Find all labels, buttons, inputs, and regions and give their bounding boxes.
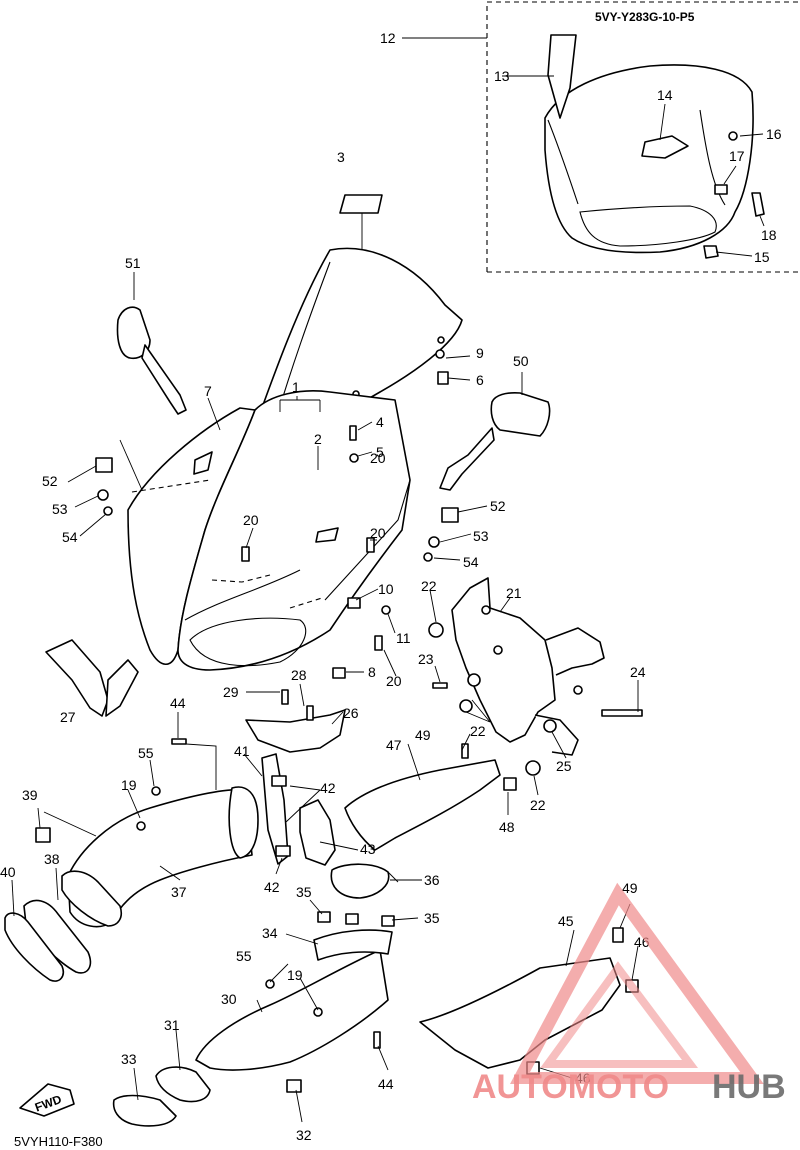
callout-16: 16 xyxy=(766,126,782,142)
callout-52b: 52 xyxy=(490,498,506,514)
callout-15: 15 xyxy=(754,249,770,265)
callout-42b: 42 xyxy=(264,879,280,895)
callout-10: 10 xyxy=(378,581,394,597)
callout-32: 32 xyxy=(296,1127,312,1143)
callout-11: 11 xyxy=(396,630,411,646)
callout-18: 18 xyxy=(761,227,777,243)
callout-33: 33 xyxy=(121,1051,137,1067)
decal-3 xyxy=(339,194,383,214)
callout-3: 3 xyxy=(337,149,345,165)
callout-51: 51 xyxy=(125,255,141,271)
callout-38: 38 xyxy=(44,851,60,867)
watermark-logo: AUTOMOTO HUB xyxy=(472,882,786,1106)
mirror-right xyxy=(439,392,551,491)
callout-14: 14 xyxy=(657,87,673,103)
stay-bracket xyxy=(451,577,605,756)
callout-2: 2 xyxy=(314,431,322,447)
duct-seal-36 xyxy=(330,863,390,899)
callout-35b: 35 xyxy=(424,910,440,926)
callout-41: 41 xyxy=(234,743,250,759)
callout-1: 1 xyxy=(292,379,300,395)
panel-27b xyxy=(105,659,139,717)
callout-55b: 55 xyxy=(236,948,252,964)
callout-48: 48 xyxy=(499,819,515,835)
part-number-code: 5VY-Y283G-10-P5 xyxy=(595,10,695,24)
callout-20c: 20 xyxy=(370,450,386,466)
watermark-text-1: AUTOMOTO xyxy=(472,1068,669,1106)
callout-31: 31 xyxy=(164,1017,180,1033)
inset-grommet-15 xyxy=(703,245,719,259)
callout-21: 21 xyxy=(506,585,522,601)
callout-44b: 44 xyxy=(378,1076,394,1092)
cover-47 xyxy=(344,759,501,851)
callout-17: 17 xyxy=(729,148,745,164)
callout-34: 34 xyxy=(262,925,278,941)
callout-22a: 22 xyxy=(421,578,437,594)
callout-53a: 53 xyxy=(52,501,68,517)
callout-54a: 54 xyxy=(62,529,78,545)
callout-50: 50 xyxy=(513,353,529,369)
callout-27: 27 xyxy=(60,709,76,725)
callout-7: 7 xyxy=(204,383,212,399)
callout-labels: 1 2 3 4 5 6 7 8 9 10 11 12 13 14 15 16 1… xyxy=(0,30,782,1143)
callout-44a: 44 xyxy=(170,695,186,711)
callout-20b: 20 xyxy=(370,525,386,541)
callout-22c: 22 xyxy=(530,797,546,813)
inset-nut-17 xyxy=(714,184,728,195)
callout-12: 12 xyxy=(380,30,396,46)
air-duct-lower xyxy=(112,863,393,1127)
upper-cowling xyxy=(119,390,411,671)
callout-26: 26 xyxy=(343,705,359,721)
callout-55a: 55 xyxy=(138,745,154,761)
inset-grommet-14 xyxy=(641,135,689,159)
diagram-code: 5VYH110-F380 xyxy=(14,1134,103,1149)
callout-20a: 20 xyxy=(243,512,259,528)
callout-30: 30 xyxy=(221,991,237,1007)
panel-27 xyxy=(45,639,109,717)
callout-49b: 49 xyxy=(622,880,638,896)
callout-47: 47 xyxy=(386,737,402,753)
callout-35a: 35 xyxy=(296,884,312,900)
callout-49a: 49 xyxy=(415,727,431,743)
callout-23: 23 xyxy=(418,651,434,667)
cover-26 xyxy=(245,709,346,753)
mirror-left xyxy=(116,306,187,415)
watermark-text-2: HUB xyxy=(712,1068,786,1106)
cover-43 xyxy=(299,799,336,866)
callout-20d: 20 xyxy=(386,673,402,689)
inset-bolt-18 xyxy=(751,192,765,217)
callout-42a: 42 xyxy=(320,780,336,796)
callout-4: 4 xyxy=(376,414,384,430)
inset-upper-cowling xyxy=(544,34,765,259)
fwd-arrow: FWD xyxy=(19,1083,75,1117)
callout-37: 37 xyxy=(171,884,187,900)
callout-40: 40 xyxy=(0,864,16,880)
callout-53b: 53 xyxy=(473,528,489,544)
callout-39: 39 xyxy=(22,787,38,803)
callout-19a: 19 xyxy=(121,777,137,793)
leader-lines xyxy=(11,75,765,1123)
inset-assembly-box: 5VY-Y283G-10-P5 xyxy=(402,1,798,273)
callout-29: 29 xyxy=(223,684,239,700)
inset-screen-13 xyxy=(547,34,577,119)
callout-36: 36 xyxy=(424,872,440,888)
callout-5: 5 xyxy=(376,444,384,460)
callout-54b: 54 xyxy=(463,554,479,570)
callout-8: 8 xyxy=(368,664,376,680)
callout-9: 9 xyxy=(476,345,484,361)
callout-6: 6 xyxy=(476,372,484,388)
callout-43: 43 xyxy=(360,841,376,857)
callout-19b: 19 xyxy=(287,967,303,983)
callout-25: 25 xyxy=(556,758,572,774)
air-duct-upper xyxy=(4,786,259,982)
callout-24: 24 xyxy=(630,664,646,680)
callout-45: 45 xyxy=(558,913,574,929)
inset-nut-16 xyxy=(728,131,738,141)
callout-52a: 52 xyxy=(42,473,58,489)
callout-13: 13 xyxy=(494,68,510,84)
callout-22b: 22 xyxy=(470,723,486,739)
callout-28: 28 xyxy=(291,667,307,683)
